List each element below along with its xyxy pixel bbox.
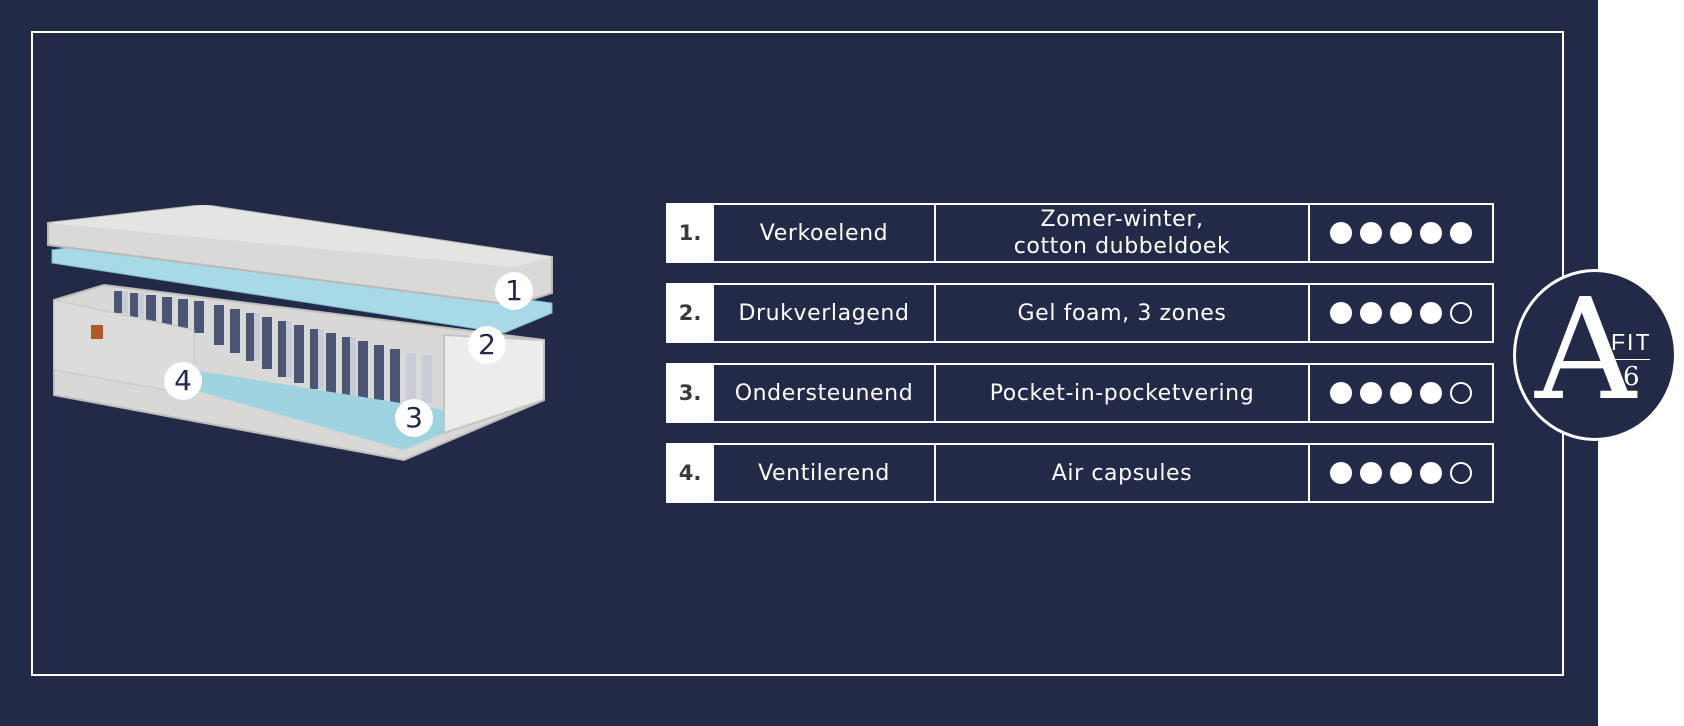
feature-name: Ventilerend (714, 445, 936, 501)
feature-row: 3. Ondersteunend Pocket-in-pocketvering (666, 363, 1494, 423)
feature-description: Air capsules (936, 445, 1310, 501)
rating-dot-filled (1390, 462, 1412, 484)
logo-fit-number: 6 (1623, 362, 1640, 392)
callout-1: 1 (495, 272, 533, 310)
feature-name: Drukverlagend (714, 285, 936, 341)
brand-logo: A FIT 6 (1513, 269, 1677, 441)
rating-dot-filled (1420, 222, 1442, 244)
feature-row: 1. Verkoelend Zomer-winter, cotton dubbe… (666, 203, 1494, 263)
rating-dot-empty (1450, 302, 1472, 324)
rating-dot-filled (1360, 302, 1382, 324)
logo-fit-label: FIT (1611, 329, 1652, 355)
feature-name: Ondersteunend (714, 365, 936, 421)
feature-number: 1. (668, 205, 714, 261)
mattress-illustration (47, 205, 553, 462)
feature-row: 4. Ventilerend Air capsules (666, 443, 1494, 503)
rating-dot-filled (1450, 222, 1472, 244)
logo-letter: A (1535, 269, 1637, 432)
feature-row: 2. Drukverlagend Gel foam, 3 zones (666, 283, 1494, 343)
rating-dot-filled (1360, 382, 1382, 404)
logo-divider (1612, 359, 1650, 360)
rating-dot-filled (1330, 222, 1352, 244)
rating-dot-empty (1450, 382, 1472, 404)
feature-description: Zomer-winter, cotton dubbeldoek (936, 205, 1310, 261)
rating-dot-filled (1420, 462, 1442, 484)
rating-dots (1310, 285, 1492, 341)
rating-dot-filled (1360, 462, 1382, 484)
rating-dot-filled (1420, 382, 1442, 404)
rating-dot-filled (1330, 382, 1352, 404)
callout-4: 4 (164, 362, 202, 400)
banner: 1 2 3 4 1. Verkoelend Zomer-winter, cott… (0, 0, 1598, 726)
rating-dots (1310, 205, 1492, 261)
feature-number: 2. (668, 285, 714, 341)
rating-dot-filled (1390, 302, 1412, 324)
feature-name: Verkoelend (714, 205, 936, 261)
rating-dot-filled (1330, 462, 1352, 484)
rating-dot-filled (1360, 222, 1382, 244)
feature-description: Pocket-in-pocketvering (936, 365, 1310, 421)
feature-number: 3. (668, 365, 714, 421)
rating-dot-filled (1330, 302, 1352, 324)
callout-2: 2 (468, 326, 506, 364)
rating-dot-filled (1420, 302, 1442, 324)
rating-dot-filled (1390, 222, 1412, 244)
rating-dot-filled (1390, 382, 1412, 404)
callout-3: 3 (395, 399, 433, 437)
rating-dots (1310, 365, 1492, 421)
feature-number: 4. (668, 445, 714, 501)
logo-ring (1513, 269, 1677, 441)
rating-dot-empty (1450, 462, 1472, 484)
rating-dots (1310, 445, 1492, 501)
feature-description: Gel foam, 3 zones (936, 285, 1310, 341)
